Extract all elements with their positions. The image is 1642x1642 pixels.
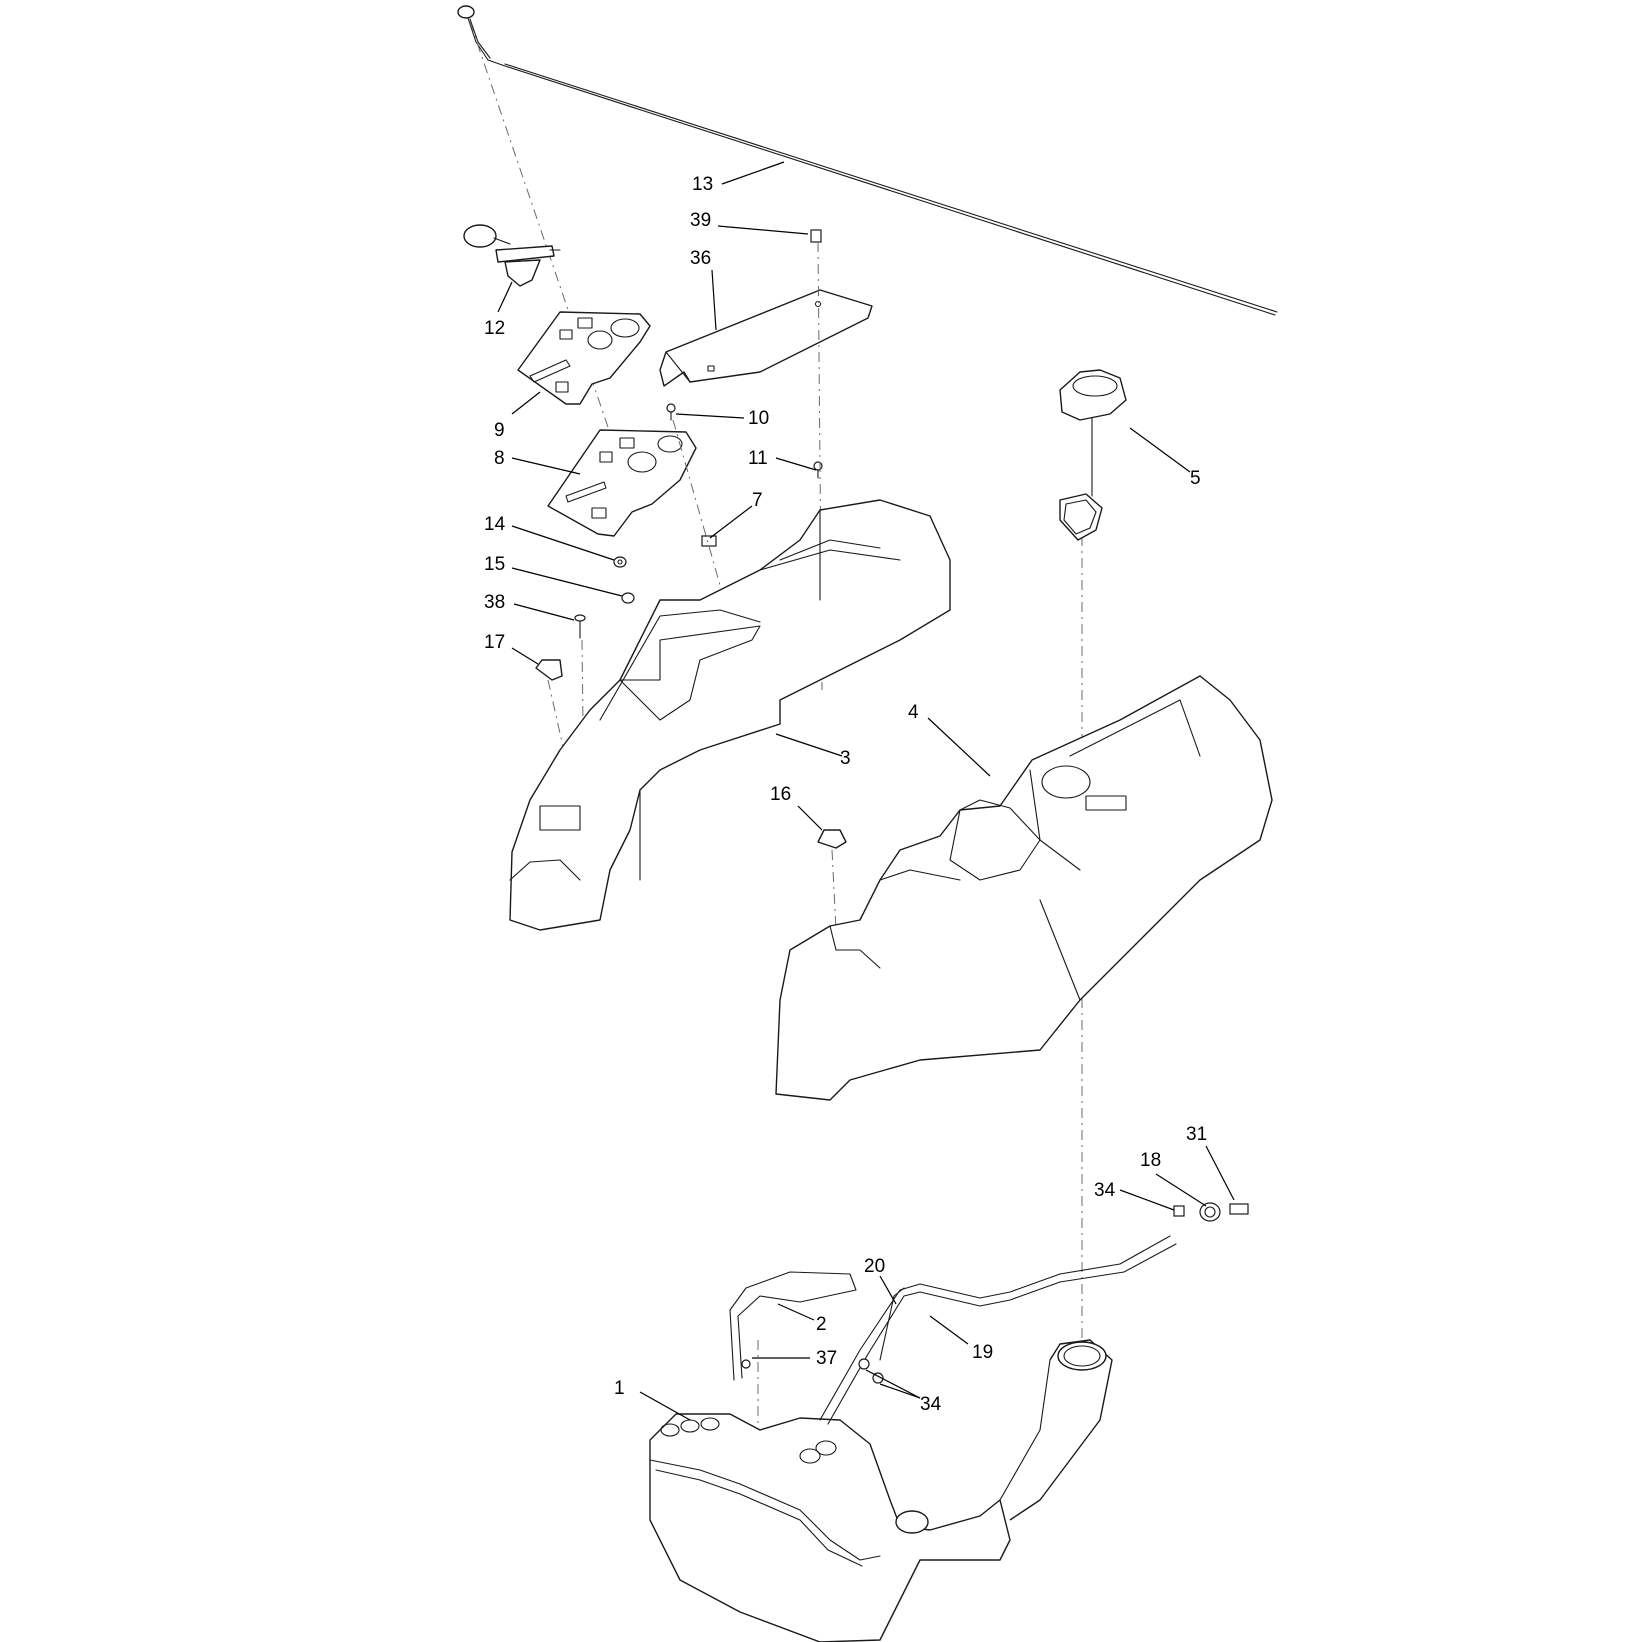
callout-20: 20 (864, 1256, 885, 1277)
leader-5 (1129, 427, 1191, 473)
callout-4: 4 (908, 702, 919, 723)
callout-1: 1 (614, 1378, 625, 1399)
callout-11: 11 (748, 448, 768, 469)
callout-12: 12 (484, 318, 505, 339)
callout-19: 19 (972, 1342, 993, 1363)
callout-17: 17 (484, 632, 505, 653)
leader-39 (717, 225, 809, 235)
leader-11 (775, 457, 817, 471)
fuel-line-19 (819, 1235, 1177, 1425)
plug-17 (535, 659, 563, 681)
leader-9 (511, 391, 541, 415)
leader-7 (709, 505, 753, 539)
callout-37: 37 (816, 1348, 837, 1369)
screw-39 (810, 229, 822, 243)
leader-1 (639, 1391, 691, 1421)
callout-39: 39 (690, 210, 711, 231)
callout-14: 14 (484, 514, 506, 535)
callout-8: 8 (494, 448, 505, 469)
leader-17 (511, 647, 539, 665)
leader-4 (927, 717, 991, 777)
plate-9 (517, 311, 651, 405)
nut-15 (621, 592, 635, 604)
fender-4 (775, 675, 1273, 1101)
callout-9: 9 (494, 420, 505, 441)
callout-31: 31 (1186, 1124, 1207, 1145)
leader-20 (879, 1275, 897, 1305)
console-3 (509, 499, 951, 931)
callout-5: 5 (1190, 468, 1201, 489)
clamp-34-upper (1173, 1205, 1185, 1217)
callout-13: 13 (692, 174, 713, 195)
alignment-line-10 (672, 419, 731, 621)
leader-13 (721, 161, 785, 185)
fuel-line-2 (729, 1271, 857, 1381)
leader-36 (711, 269, 717, 331)
leader-19 (929, 1315, 969, 1345)
leader-18 (1155, 1173, 1207, 1207)
leader-16 (797, 805, 823, 831)
fuel-line-20 (879, 1287, 905, 1361)
callout-10: 10 (748, 408, 769, 429)
leader-31 (1205, 1145, 1235, 1201)
cover-36 (659, 289, 873, 387)
alignment-line-rod (469, 21, 627, 481)
callout-18: 18 (1140, 1150, 1161, 1171)
leader-8 (511, 457, 581, 475)
callout-34-lower: 34 (920, 1394, 942, 1415)
callout-34-upper: 34 (1094, 1180, 1116, 1201)
nut-7 (701, 535, 717, 547)
leader-34-upper (1119, 1189, 1175, 1211)
clamp-34-lower (858, 1358, 884, 1384)
leader-34-lower-a (865, 1369, 921, 1399)
leader-34-lower-b (879, 1383, 921, 1399)
callout-36: 36 (690, 248, 711, 269)
fuel-cap-5 (1059, 369, 1127, 541)
callout-16: 16 (770, 784, 791, 805)
leader-3 (775, 733, 843, 757)
callout-3: 3 (840, 748, 851, 769)
screw-37 (741, 1359, 751, 1369)
callouts: 13 39 36 12 9 10 8 11 7 14 15 38 17 3 4 … (484, 161, 1235, 1421)
leader-15 (511, 567, 623, 597)
leader-14 (511, 525, 615, 561)
alignment-line-39 (817, 241, 823, 691)
rod-13 (457, 5, 1278, 316)
plug-16 (817, 829, 847, 849)
shift-lever-12 (463, 224, 561, 287)
callout-2: 2 (816, 1314, 827, 1335)
callout-7: 7 (752, 490, 763, 511)
leader-10 (675, 413, 745, 419)
callout-15: 15 (484, 554, 505, 575)
fuel-tank-1 (649, 1339, 1113, 1642)
leader-12 (497, 281, 513, 313)
alignment-line-16 (831, 849, 837, 931)
screw-10 (666, 403, 676, 421)
washer-14 (613, 556, 627, 568)
fitting-31 (1229, 1203, 1249, 1215)
callout-38: 38 (484, 592, 505, 613)
bolt-38 (574, 614, 586, 639)
leader-38 (513, 603, 575, 621)
leader-2 (777, 1303, 815, 1321)
clamp-18 (1199, 1202, 1221, 1222)
plate-8 (547, 429, 697, 537)
